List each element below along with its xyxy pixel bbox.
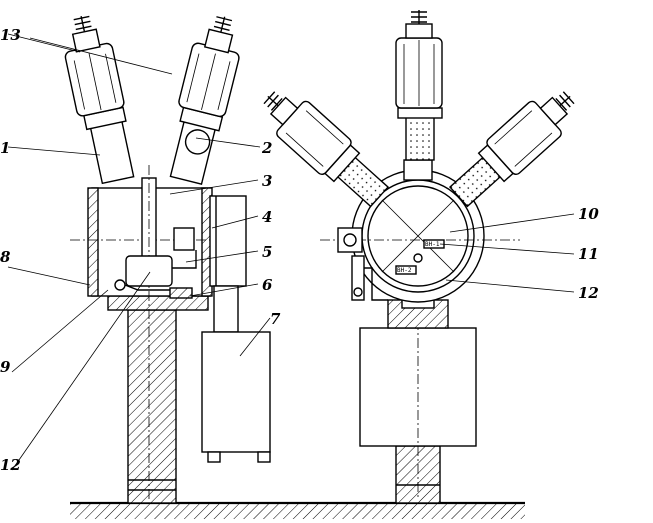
callout-8: 8	[0, 248, 11, 266]
callout-5: 5	[262, 243, 272, 261]
plate-b: ВН-2	[397, 267, 412, 274]
callout-1: 1	[0, 139, 10, 157]
right-bushing-left	[263, 91, 390, 208]
left-drive-housing	[209, 195, 247, 287]
callout-11: 11	[578, 245, 599, 263]
right-side-fittings	[337, 227, 388, 301]
callout-3: 3	[262, 172, 272, 190]
ground-line	[70, 501, 525, 519]
left-drive-unit	[201, 285, 271, 463]
callout-7: 7	[270, 310, 281, 328]
leader-lines	[7, 33, 575, 471]
left-inner-rod	[141, 165, 157, 500]
right-view: ВН-1 ВН-2	[263, 10, 575, 504]
callout-10: 10	[578, 205, 599, 223]
callout-9: 9	[0, 358, 11, 376]
left-bushing-a	[64, 15, 135, 185]
callout-13: 13	[0, 26, 21, 44]
callout-12-left: 12	[0, 456, 21, 474]
left-bushing-b	[169, 16, 240, 185]
right-bushing-top	[395, 10, 443, 181]
left-mechanism	[114, 227, 197, 299]
right-lower-neck	[387, 277, 449, 329]
left-base-frame	[107, 295, 209, 311]
right-bushing-right	[448, 91, 575, 208]
right-drive-cabinet	[359, 320, 477, 500]
callout-numbers: 13 1 2 3 4 5 6 7 8 9 12 10 11 12	[0, 26, 599, 474]
left-view	[64, 15, 271, 504]
plate-a: ВН-1	[425, 241, 440, 248]
callout-6: 6	[262, 276, 273, 294]
callout-12: 12	[578, 284, 599, 302]
left-support-column	[127, 309, 177, 504]
callout-2: 2	[261, 139, 272, 157]
callout-4: 4	[262, 208, 272, 226]
